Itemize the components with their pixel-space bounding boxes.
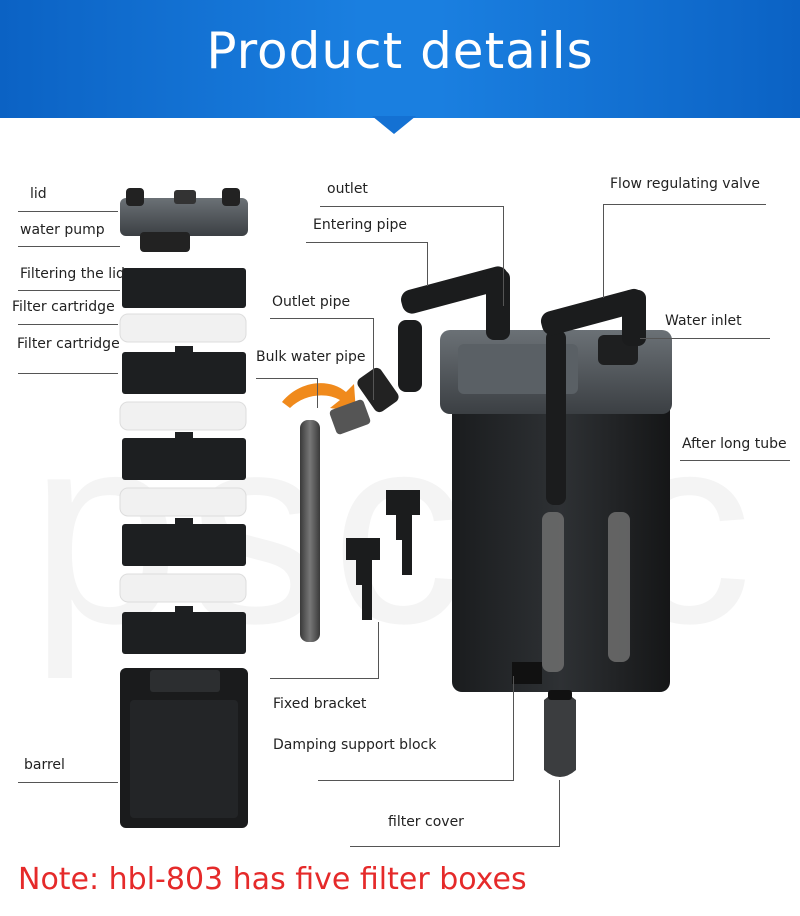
label-outlet-pipe: Outlet pipe (272, 294, 351, 310)
leader-line (306, 242, 428, 243)
inlet-pipe-part (540, 288, 646, 505)
leader-line (256, 378, 318, 379)
leader-line (18, 246, 120, 247)
header-notch (372, 116, 416, 134)
page-title: Product details (206, 22, 594, 80)
label-after-long-tube: After long tube (682, 436, 787, 452)
filter-cover-part (544, 690, 576, 777)
lid-part (120, 188, 248, 252)
leader-line (270, 678, 378, 679)
label-filter-cover: filter cover (388, 814, 464, 830)
label-filter-cartridge-2: Filter cartridge (17, 336, 120, 352)
leader-line (513, 676, 514, 781)
label-water-inlet: Water inlet (665, 313, 742, 329)
entering-pipe-part (398, 266, 510, 392)
label-entering-pipe: Entering pipe (313, 217, 407, 233)
leader-line (680, 460, 790, 461)
bulk-pipe-part (300, 420, 320, 642)
brackets-part (346, 490, 420, 620)
filter-stack (119, 268, 247, 654)
leader-line (603, 204, 604, 298)
leader-line (427, 242, 428, 286)
leader-line (318, 780, 514, 781)
note-text: Note: hbl-803 has five filter boxes (18, 862, 527, 897)
label-filter-cartridge-1: Filter cartridge (12, 299, 115, 315)
leader-line (18, 782, 118, 783)
label-lid: lid (30, 186, 47, 202)
label-bulk-water-pipe: Bulk water pipe (256, 349, 366, 365)
orange-arrow-icon (282, 383, 356, 412)
leader-line (350, 846, 560, 847)
leader-line (503, 206, 504, 306)
leader-line (559, 780, 560, 847)
leader-line (317, 378, 318, 408)
label-barrel: barrel (24, 757, 65, 773)
leader-line (320, 206, 504, 207)
leader-line (18, 324, 118, 325)
label-outlet: outlet (327, 181, 368, 197)
label-fixed-bracket: Fixed bracket (273, 696, 367, 712)
leader-line (18, 373, 118, 374)
leader-line (18, 211, 118, 212)
label-flow-regulating-valve: Flow regulating valve (610, 176, 760, 192)
leader-line (18, 290, 120, 291)
leader-line (640, 338, 770, 339)
header-banner (0, 0, 800, 118)
leader-line (373, 318, 374, 400)
leader-line (378, 622, 379, 679)
barrel-part (120, 668, 248, 828)
leader-line (603, 204, 766, 205)
label-damping-support-block: Damping support block (273, 737, 437, 753)
outlet-pipe-part (329, 367, 399, 435)
label-filtering-lid: Filtering the lid (20, 266, 125, 282)
leader-line (270, 318, 374, 319)
label-water-pump: water pump (20, 222, 105, 238)
